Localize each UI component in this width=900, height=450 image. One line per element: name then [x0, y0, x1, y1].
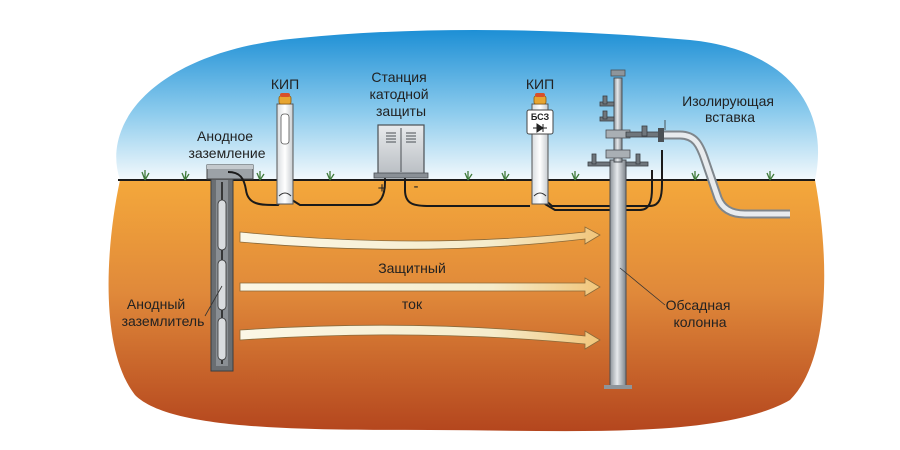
current-arrow-top: [239, 226, 601, 250]
label-station-line1: Станция: [371, 69, 426, 85]
label-insulating-insert-line1: Изолирующая: [682, 93, 774, 109]
current-arrow-middle: [239, 277, 601, 297]
indicator-lamp-icon: [533, 93, 547, 105]
label-station-line3: защиты: [376, 103, 426, 119]
kip-left-post: [276, 93, 294, 205]
valve-icon: [587, 95, 661, 167]
label-anode-grounding-line2: заземление: [188, 145, 265, 161]
kip-right-post: [526, 93, 554, 205]
label-casing-line2: колонна: [673, 314, 726, 330]
svg-text:+: +: [378, 180, 387, 197]
svg-text:Защитный: Защитный: [378, 260, 446, 276]
svg-text:Обсадная колонна: Обсадная колонна: [666, 297, 735, 330]
indicator-lamp-icon: [278, 93, 292, 105]
label-anode-grounder-line1: Анодный: [127, 296, 185, 312]
leader-lines: [204, 120, 666, 317]
svg-text:КИП: КИП: [526, 76, 554, 92]
label-casing-line1: Обсадная: [666, 297, 731, 313]
label-protective-current-line2: ток: [402, 296, 423, 312]
anode-grounder: [210, 174, 234, 372]
label-kip-right: КИП: [526, 76, 554, 92]
cathodic-protection-station: [373, 124, 429, 179]
svg-text:КИП: КИП: [271, 76, 299, 92]
insulating-insert: [658, 128, 664, 142]
svg-text:Изолирующая вставка: Изолирующая вставка: [682, 93, 778, 125]
label-anode-grounder-line2: заземлитель: [122, 313, 205, 329]
label-anode-grounding-line1: Анодное: [197, 128, 253, 144]
svg-text:ток: ток: [402, 296, 423, 312]
current-arrow-bottom: [239, 324, 601, 350]
svg-text:БСЗ: БСЗ: [531, 112, 550, 122]
protective-current-arrows: [239, 226, 601, 350]
label-station-line2: катодной: [369, 86, 428, 102]
label-bsz: БСЗ: [531, 112, 550, 122]
label-minus: -: [414, 178, 419, 195]
label-insulating-insert-line2: вставка: [705, 109, 755, 125]
svg-text:Анодное заземление: Анодное заземление: [188, 128, 265, 161]
label-kip-left: КИП: [271, 76, 299, 92]
svg-text:Анодный заземлитель: Анодный заземлитель: [122, 296, 205, 329]
casing-column: [587, 69, 661, 389]
label-protective-current-line1: Защитный: [378, 260, 446, 276]
diode-icon: [533, 123, 547, 133]
svg-text:Станция катодной защит: Станция катодной защиты: [369, 69, 432, 119]
label-plus: +: [378, 180, 387, 197]
pipeline: [658, 128, 790, 219]
svg-text:-: -: [414, 178, 419, 195]
grass-icon: [141, 170, 775, 181]
